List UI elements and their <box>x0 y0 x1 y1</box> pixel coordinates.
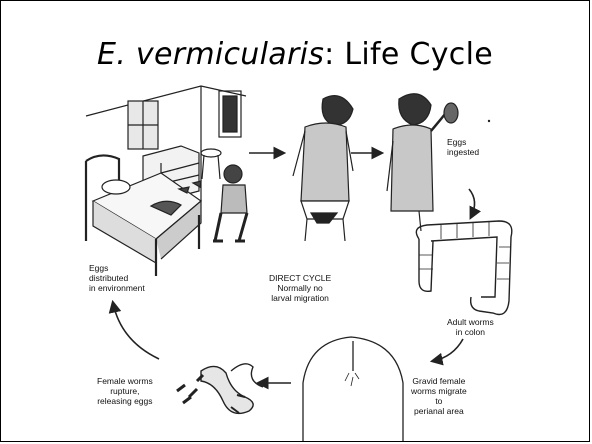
label-female-rupture: Female worms rupture, releasing eggs <box>97 376 153 406</box>
perianal-illustration <box>303 337 403 441</box>
ruptured-worms-illustration <box>177 364 263 414</box>
arrow-colon-to-perianal <box>433 339 463 361</box>
label-eggs-ingested: Eggs ingested <box>447 137 479 157</box>
label-eggs-distributed: Eggs distributed in environment <box>89 263 145 293</box>
speck-dot <box>488 120 490 122</box>
bedroom-scene <box>86 86 247 276</box>
child-standing-figure <box>293 96 353 241</box>
colon-illustration <box>416 221 511 315</box>
arrow-ingest-to-colon <box>469 189 475 217</box>
label-direct-cycle: DIRECT CYCLE Normally no larval migratio… <box>269 273 331 303</box>
arrow-rupture-to-environment <box>113 303 159 359</box>
label-gravid-female: Gravid female worms migrate to perianal … <box>411 376 467 416</box>
label-adult-worms: Adult worms in colon <box>447 317 494 337</box>
child-eating-figure <box>387 94 458 231</box>
